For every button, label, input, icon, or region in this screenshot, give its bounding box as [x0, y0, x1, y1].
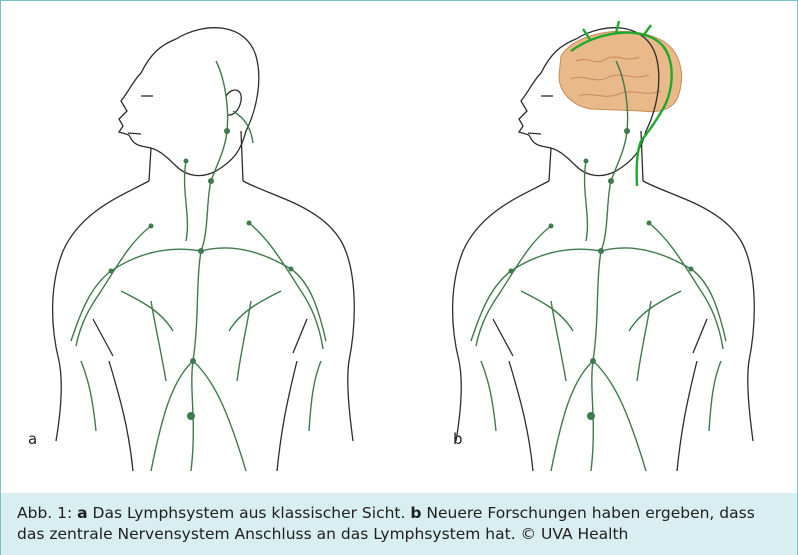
caption-a-marker: a [77, 504, 87, 522]
panel-a-label: a [28, 430, 37, 448]
caption-b-marker: b [410, 504, 421, 522]
lymphatic-illustration-a [1, 1, 401, 483]
caption-a-text: Das Lymphsystem aus klassischer Sicht. [88, 504, 411, 522]
figure-caption: Abb. 1: a Das Lymphsystem aus klassische… [1, 493, 797, 555]
lymphatic-illustration-b [401, 1, 798, 483]
panel-b: b [401, 1, 798, 483]
caption-prefix: Abb. 1: [17, 504, 77, 522]
panel-b-label: b [453, 430, 463, 448]
panel-a: a [1, 1, 401, 483]
